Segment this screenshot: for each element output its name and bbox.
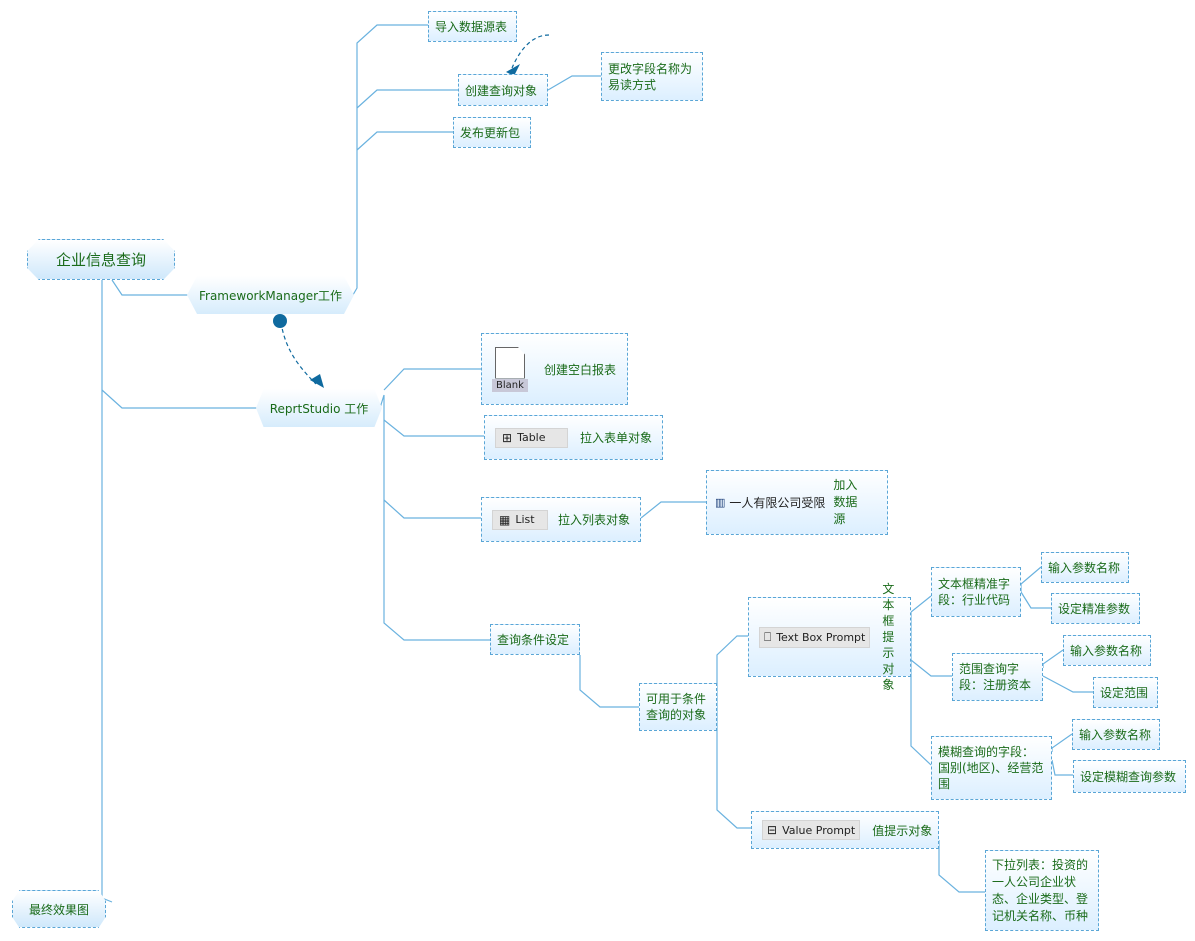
report-studio-label: ReprtStudio 工作 bbox=[269, 401, 369, 416]
table-grid-icon: ⊞ bbox=[502, 430, 513, 445]
framework-manager-topic[interactable]: FrameworkManager工作 bbox=[187, 276, 354, 314]
dropdown-list-note[interactable]: 下拉列表：投资的一人公司企业状态、企业类型、登记机关名称、币种 bbox=[985, 850, 1099, 931]
dropdown-list-note-label: 下拉列表：投资的一人公司企业状态、企业类型、登记机关名称、币种 bbox=[992, 857, 1089, 923]
value-prompt-text: 值提示对象 bbox=[872, 823, 933, 838]
blank-page-icon bbox=[495, 346, 525, 379]
fm-rename-note-label: 更改字段名称为易读方式 bbox=[608, 61, 693, 92]
value-prompt-widget: ⊟ Value Prompt bbox=[762, 820, 861, 840]
exact-step-set-param[interactable]: 设定精准参数 bbox=[1051, 593, 1140, 624]
list-widget-label: List bbox=[515, 513, 535, 526]
exact-step-input-name-label: 输入参数名称 bbox=[1048, 561, 1121, 575]
range-step-set-range[interactable]: 设定范围 bbox=[1093, 677, 1158, 708]
report-studio-topic[interactable]: ReprtStudio 工作 bbox=[256, 389, 382, 427]
exact-field-node[interactable]: 文本框精准字段：行业代码 bbox=[931, 567, 1021, 617]
rs-table-node[interactable]: ⊞ Table 拉入表单对象 bbox=[484, 415, 663, 460]
blank-widget-label: Blank bbox=[492, 378, 528, 392]
range-field-node[interactable]: 范围查询字段：注册资本 bbox=[952, 653, 1043, 701]
root-topic-label: 企业信息查询 bbox=[55, 251, 146, 269]
rs-table-text: 拉入表单对象 bbox=[579, 431, 652, 445]
range-field-label: 范围查询字段：注册资本 bbox=[959, 662, 1032, 692]
range-step-input-name-label: 输入参数名称 bbox=[1070, 644, 1143, 658]
query-condition-label: 查询条件设定 bbox=[497, 633, 570, 647]
fm-step-create-query[interactable]: 创建查询对象 bbox=[458, 74, 548, 106]
rs-list-text: 拉入列表对象 bbox=[557, 513, 630, 527]
query-objects-label: 可用于条件查询的对象 bbox=[646, 692, 707, 722]
query-condition-node[interactable]: 查询条件设定 bbox=[490, 624, 580, 655]
textbox-prompt-widget-label: Text Box Prompt bbox=[776, 630, 866, 644]
datasource-widget: ▥ 一人有限公司受限 bbox=[715, 494, 825, 511]
rs-list-node[interactable]: ▦ List 拉入列表对象 bbox=[481, 497, 641, 542]
exact-field-label: 文本框精准字段：行业代码 bbox=[938, 577, 1011, 607]
fuzzy-step-input-name[interactable]: 输入参数名称 bbox=[1072, 719, 1160, 750]
blank-widget: Blank bbox=[492, 346, 528, 392]
list-widget: ▦ List bbox=[492, 509, 548, 530]
fm-step-publish-label: 发布更新包 bbox=[460, 126, 521, 140]
fm-step-import[interactable]: 导入数据源表 bbox=[428, 11, 517, 42]
textbox-prompt-widget: ⎕ Text Box Prompt bbox=[759, 626, 871, 648]
fm-rename-note[interactable]: 更改字段名称为易读方式 bbox=[601, 52, 703, 101]
list-grid-icon: ▦ bbox=[499, 512, 511, 527]
table-widget-label: Table bbox=[517, 431, 546, 444]
datasource-widget-label: 一人有限公司受限 bbox=[729, 496, 826, 510]
table-widget: ⊞ Table bbox=[495, 427, 568, 448]
fuzzy-step-input-name-label: 输入参数名称 bbox=[1079, 728, 1152, 742]
value-prompt-node[interactable]: ⊟ Value Prompt 值提示对象 bbox=[751, 811, 939, 849]
rs-datasource-node[interactable]: ▥ 一人有限公司受限 加入数据源 bbox=[706, 470, 888, 535]
range-step-input-name[interactable]: 输入参数名称 bbox=[1063, 635, 1151, 666]
fm-step-import-label: 导入数据源表 bbox=[435, 20, 508, 34]
rs-blank-node[interactable]: Blank 创建空白报表 bbox=[481, 333, 628, 405]
dropdown-prompt-icon: ⊟ bbox=[767, 823, 778, 837]
query-objects-node[interactable]: 可用于条件查询的对象 bbox=[639, 683, 717, 731]
database-icon: ▥ bbox=[715, 496, 726, 509]
value-prompt-widget-label: Value Prompt bbox=[782, 823, 856, 837]
rs-blank-text: 创建空白报表 bbox=[544, 362, 617, 377]
fuzzy-step-set-param-label: 设定模糊查询参数 bbox=[1080, 770, 1177, 784]
fm-step-create-query-label: 创建查询对象 bbox=[465, 83, 538, 98]
textbox-prompt-icon: ⎕ bbox=[764, 629, 772, 644]
fuzzy-step-set-param[interactable]: 设定模糊查询参数 bbox=[1073, 760, 1186, 793]
framework-manager-label: FrameworkManager工作 bbox=[198, 288, 343, 303]
rs-datasource-text: 加入数据源 bbox=[833, 478, 858, 526]
range-step-set-range-label: 设定范围 bbox=[1100, 686, 1149, 700]
exact-step-set-param-label: 设定精准参数 bbox=[1058, 602, 1131, 616]
fm-step-publish[interactable]: 发布更新包 bbox=[453, 117, 531, 148]
final-result-label: 最终效果图 bbox=[28, 902, 89, 917]
fuzzy-field-label: 模糊查询的字段：国别(地区)、经营范围 bbox=[938, 745, 1044, 791]
textbox-prompt-node[interactable]: ⎕ Text Box Prompt 文本框提示对象 bbox=[748, 582, 911, 692]
root-topic[interactable]: 企业信息查询 bbox=[27, 239, 175, 280]
fuzzy-field-node[interactable]: 模糊查询的字段：国别(地区)、经营范围 bbox=[931, 736, 1052, 800]
textbox-prompt-text: 文本框提示对象 bbox=[882, 582, 895, 692]
final-result-topic[interactable]: 最终效果图 bbox=[12, 890, 106, 928]
exact-step-input-name[interactable]: 输入参数名称 bbox=[1041, 552, 1129, 583]
